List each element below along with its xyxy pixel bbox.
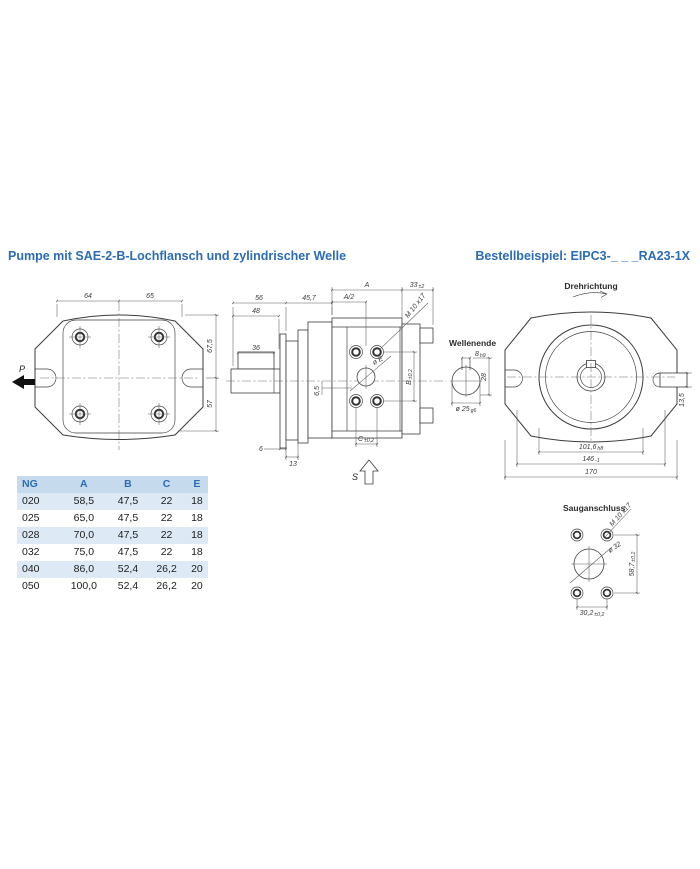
dim-675: 67,5 bbox=[207, 339, 214, 353]
pressure-port-arrow-icon bbox=[12, 375, 35, 389]
dim-b: B±0,2 bbox=[406, 369, 414, 385]
cell-c: 22 bbox=[160, 512, 173, 524]
cell-a: 65,0 bbox=[73, 512, 95, 524]
dim-57: 57 bbox=[207, 399, 214, 408]
dim-64: 64 bbox=[84, 293, 92, 300]
dim-port-diameter: ø E bbox=[372, 355, 385, 366]
cell-ng: 032 bbox=[22, 546, 40, 558]
cell-ng: 050 bbox=[22, 580, 40, 592]
dim-a2: A/2 bbox=[343, 294, 355, 301]
col-header-c: C bbox=[147, 476, 186, 493]
cell-c: 22 bbox=[147, 493, 186, 510]
cell-e: 20 bbox=[185, 561, 208, 578]
col-header-e: E bbox=[185, 476, 208, 493]
dim-65: 65 bbox=[146, 293, 154, 300]
cell-c: 26,2 bbox=[156, 580, 177, 592]
dim-bore-diameter: ø 32 bbox=[607, 541, 623, 555]
table-row: 040 86,0 52,4 26,2 20 bbox=[17, 561, 208, 578]
table-row: 025 65,0 47,5 22 18 bbox=[17, 510, 208, 527]
cell-b: 47,5 bbox=[117, 546, 139, 558]
cell-e: 18 bbox=[191, 512, 203, 524]
cell-e: 18 bbox=[185, 527, 208, 544]
rotation-arrow-icon bbox=[572, 290, 608, 298]
dim-c: C±0,2 bbox=[358, 436, 374, 444]
size-dimension-table: NG A B C E 020 58,5 47,5 22 18 025 65,0 … bbox=[17, 476, 208, 595]
cell-ng: 040 bbox=[17, 561, 59, 578]
table-row: 032 75,0 47,5 22 18 bbox=[17, 544, 208, 561]
dim-33: 33±2 bbox=[410, 282, 425, 290]
cell-b: 52,4 bbox=[117, 580, 139, 592]
cell-c: 26,2 bbox=[147, 561, 186, 578]
cell-c: 22 bbox=[160, 546, 173, 558]
dim-pilot-diameter: 101,6h8 bbox=[579, 444, 603, 452]
thread-size-label: M 10 x17 bbox=[404, 292, 428, 320]
shaft-end-label: Wellenende bbox=[449, 338, 496, 348]
table-row: 020 58,5 47,5 22 18 bbox=[17, 493, 208, 510]
cell-a: 58,5 bbox=[59, 493, 109, 510]
table-row: 028 70,0 47,5 22 18 bbox=[17, 527, 208, 544]
side-view-drawing: 56 48 45,7 36 A 33±2 A/2 M 10 x17 ø E bbox=[226, 282, 446, 485]
cell-b: 47,5 bbox=[108, 527, 148, 544]
suction-bolt-holes bbox=[570, 528, 614, 600]
cell-a: 86,0 bbox=[59, 561, 109, 578]
pressure-port-label: P bbox=[19, 364, 25, 374]
rotation-direction-label: Drehrichtung bbox=[564, 281, 617, 291]
cell-e: 18 bbox=[185, 493, 208, 510]
cell-ng: 025 bbox=[22, 512, 40, 524]
cell-b: 52,4 bbox=[108, 561, 148, 578]
cell-e: 18 bbox=[191, 546, 203, 558]
suction-label: S bbox=[352, 472, 358, 482]
dim-457: 45,7 bbox=[302, 295, 317, 302]
col-header-a: A bbox=[59, 476, 109, 493]
table-row: 050 100,0 52,4 26,2 20 bbox=[17, 578, 208, 595]
front-bolt-holes bbox=[69, 326, 170, 425]
col-header-b: B bbox=[108, 476, 148, 493]
dim-a: A bbox=[364, 282, 370, 289]
dim-135: 13,5 bbox=[679, 393, 686, 407]
dim-170: 170 bbox=[585, 469, 597, 476]
cell-ng: 028 bbox=[17, 527, 59, 544]
suction-arrow-icon bbox=[359, 459, 379, 485]
cell-e: 20 bbox=[191, 580, 203, 592]
cell-b: 47,5 bbox=[117, 512, 139, 524]
dim-48: 48 bbox=[252, 308, 260, 315]
cell-c: 22 bbox=[147, 527, 186, 544]
page-title: Pumpe mit SAE-2-B-Lochflansch und zylind… bbox=[8, 249, 347, 263]
dim-146: 146-1 bbox=[582, 456, 599, 464]
suction-port-detail: Sauganschluss ø 32 M 10 x17 58,7±0,2 30,… bbox=[563, 501, 640, 618]
cell-a: 70,0 bbox=[59, 527, 109, 544]
table-header-row: NG A B C E bbox=[17, 476, 208, 493]
cell-a: 75,0 bbox=[73, 546, 95, 558]
cell-b: 47,5 bbox=[108, 493, 148, 510]
port-face-bolt-holes bbox=[349, 345, 384, 408]
dim-shaft-diameter: ø 25g6 bbox=[456, 406, 477, 414]
cell-a: 100,0 bbox=[70, 580, 97, 592]
dim-302: 30,2±0,2 bbox=[580, 610, 605, 618]
cell-ng: 020 bbox=[17, 493, 59, 510]
col-header-ng: NG bbox=[17, 476, 59, 493]
rear-view-drawing: Drehrichtung 101,6h8 146-1 bbox=[503, 281, 692, 480]
front-view-drawing: 64 65 67,5 57 P bbox=[12, 293, 219, 450]
dim-13: 13 bbox=[289, 461, 297, 468]
dim-56: 56 bbox=[255, 295, 263, 302]
order-example-title: Bestellbeispiel: EIPC3-_ _ _RA23-1X bbox=[475, 249, 690, 263]
dim-587: 58,7±0,2 bbox=[629, 552, 637, 577]
dim-65-offset: 6,5 bbox=[314, 386, 321, 396]
dim-6: 6 bbox=[259, 446, 263, 453]
suction-port-title: Sauganschluss bbox=[563, 503, 626, 513]
dim-36: 36 bbox=[252, 345, 260, 352]
shaft-end-detail: Wellenende 8h9 28 ø 25g6 bbox=[449, 338, 496, 414]
dim-28: 28 bbox=[481, 373, 488, 382]
dim-key-width: 8h9 bbox=[475, 351, 486, 359]
